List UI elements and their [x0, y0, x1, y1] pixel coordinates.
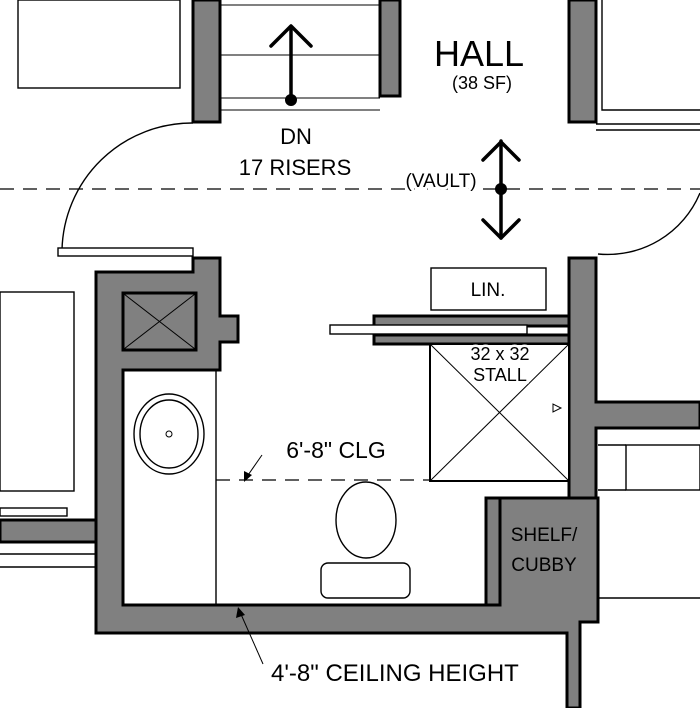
shower-stall: [429, 343, 570, 482]
room-left: [0, 291, 75, 492]
stair: [220, 4, 380, 111]
sliding-door: [329, 324, 528, 335]
door-leaf-left: [57, 247, 194, 257]
double-vertical-arrow-icon: [481, 139, 521, 240]
wall-left-stub: [0, 518, 98, 544]
linen-shelf: [430, 267, 547, 311]
linen-label: LIN.: [471, 280, 506, 301]
room-name: HALL: [434, 33, 524, 74]
stair-direction: DN: [280, 124, 312, 149]
room-upper-left: [17, 0, 181, 89]
wall-stall-top-2: [372, 333, 571, 346]
left-ledge: [0, 507, 68, 517]
vault-label: (VAULT): [405, 171, 476, 192]
leader-arrow-icon: [236, 607, 264, 665]
stall-label: STALL: [473, 365, 527, 385]
wall-cubby-divider: [484, 496, 502, 607]
ceiling-height-label: 4'-8" CEILING HEIGHT: [271, 660, 519, 687]
ceiling-dashed-label: 6'-8" CLG: [286, 437, 385, 463]
shelf-label-1: SHELF/: [511, 525, 578, 546]
door-swing-left: [61, 122, 194, 251]
wall-hall-right: [567, 0, 598, 124]
leader-arrow-icon: [244, 454, 263, 482]
vanity: [133, 370, 217, 605]
room-area: (38 SF): [452, 73, 512, 93]
shelf-label-2: CUBBY: [511, 555, 577, 576]
up-arrow-icon: [269, 24, 313, 106]
stair-risers: 17 RISERS: [239, 155, 352, 180]
wall-bath-right: [567, 256, 700, 500]
door-swing-right: [597, 192, 700, 256]
stall-size: 32 x 32: [470, 344, 529, 364]
room-upper-right: [601, 0, 700, 111]
chase-box: [121, 291, 198, 352]
room-right: [625, 444, 700, 491]
toilet: [320, 481, 411, 599]
wall-stair-right: [378, 0, 402, 98]
wall-stair-left: [191, 0, 222, 124]
